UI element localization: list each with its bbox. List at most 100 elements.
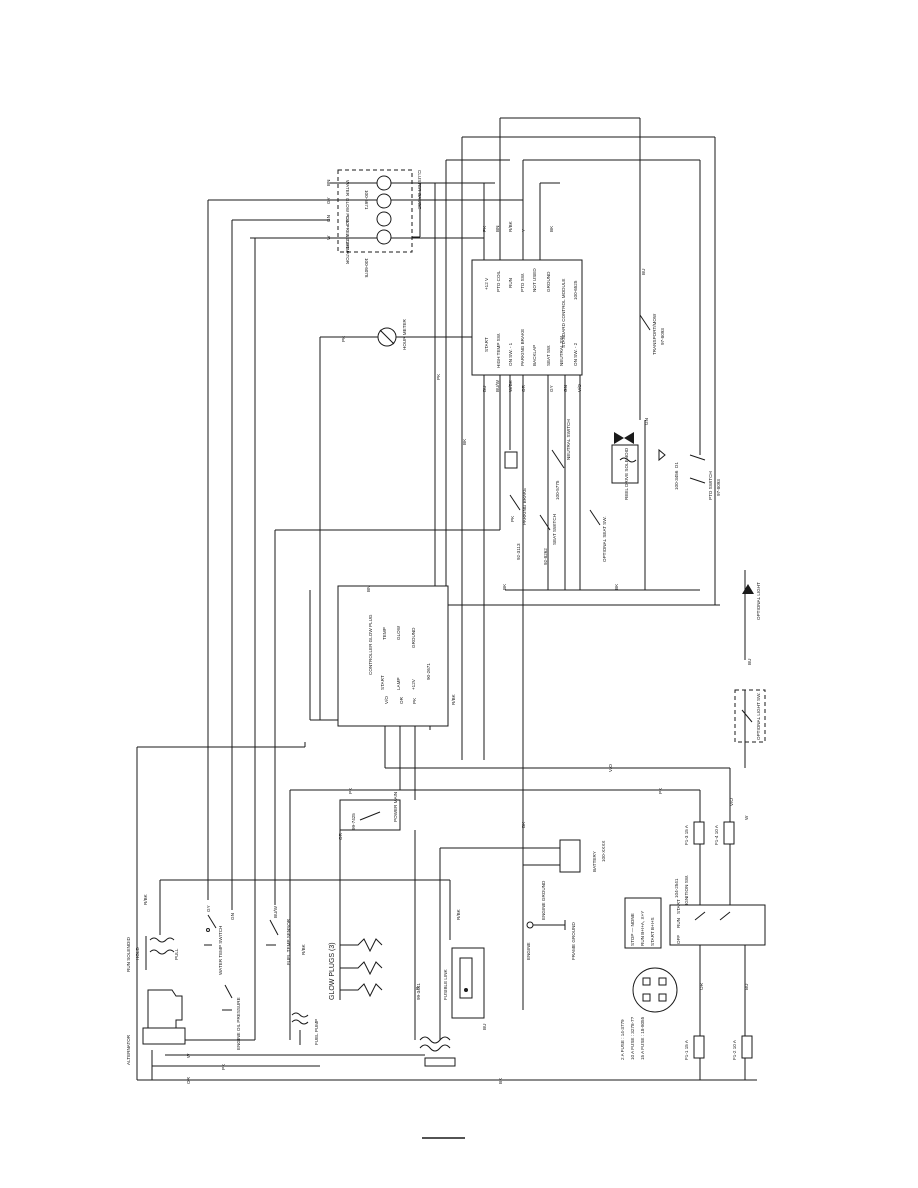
svg-text:OPTIONAL LIGHT: OPTIONAL LIGHT (756, 582, 761, 620)
svg-text:OPTIONAL LIGHT SW.: OPTIONAL LIGHT SW. (756, 693, 761, 740)
svg-text:Y: Y (521, 229, 526, 232)
svg-text:100-3456: 100-3456 (674, 470, 679, 490)
svg-text:V/O: V/O (384, 696, 389, 704)
svg-text:GROUND: GROUND (546, 271, 551, 292)
ignition-key-face (632, 967, 678, 1013)
svg-text:GN: GN (644, 418, 649, 425)
svg-text:GY: GY (206, 905, 211, 912)
svg-text:97-8093: 97-8093 (716, 479, 721, 496)
seat-switch: SEAT SWITCH 92-8262 (539, 514, 557, 565)
svg-text:START: START (676, 899, 681, 914)
control-module: START HIGH TEMP SW. ON SW. - 1 PARKING B… (471, 259, 583, 376)
svg-text:D1: D1 (674, 462, 679, 468)
svg-text:100-5775: 100-5775 (555, 480, 560, 500)
svg-text:15 A FUSE : 18-8055: 15 A FUSE : 18-8055 (640, 1016, 645, 1060)
battery: BATTERY 100-XXXX (559, 839, 606, 873)
svg-text:100-6078: 100-6078 (364, 258, 369, 278)
svg-text:V/O: V/O (577, 384, 582, 392)
glow-plugs: GLOW PLUGS (3) (329, 938, 383, 1000)
svg-text:GY: GY (549, 385, 554, 392)
parking-brake-switch: PARKING BRAKE 92-3113 (504, 451, 527, 560)
svg-text:GLOW PLUG: GLOW PLUG (345, 198, 350, 226)
svg-text:BK: BK (521, 821, 526, 828)
svg-text:BN: BN (366, 586, 371, 592)
svg-text:GN: GN (326, 215, 331, 222)
svg-text:PTO SW.: PTO SW. (520, 273, 525, 292)
svg-text:RUN: RUN (508, 278, 513, 288)
svg-text:OR: OR (338, 832, 343, 840)
svg-text:WATER TEMP SWITCH: WATER TEMP SWITCH (218, 926, 223, 975)
hour-meter: HOUR METER (377, 318, 407, 350)
svg-text:100-5671: 100-5671 (364, 190, 369, 210)
svg-text:+12V: +12V (411, 678, 416, 690)
svg-text:PK: PK (436, 373, 441, 380)
pto-switch: PTO SWITCH 97-8093 (689, 454, 721, 500)
svg-text:W: W (186, 1053, 191, 1058)
svg-text:92-3113: 92-3113 (516, 543, 521, 560)
svg-text:FUEL TEMP SENSOR: FUEL TEMP SENSOR (286, 918, 291, 965)
water-temp-switch: WATER TEMP SWITCH (204, 914, 223, 975)
svg-text:IGNITION SW.: IGNITION SW. (684, 875, 689, 905)
starter-motor (451, 947, 485, 1019)
svg-text:BN: BN (326, 180, 331, 186)
svg-text:NEUTRAL SWITCH: NEUTRAL SWITCH (566, 419, 571, 460)
svg-text:PARKING BRAKE: PARKING BRAKE (522, 488, 527, 525)
svg-text:F1-1 15 A: F1-1 15 A (684, 1039, 689, 1060)
alternator: ALTERNATOR (126, 989, 186, 1065)
svg-text:PARKING BRAKE: PARKING BRAKE (520, 329, 525, 366)
svg-text:BK: BK (462, 438, 467, 445)
svg-text:NEUTRAL SW.: NEUTRAL SW. (559, 335, 564, 366)
svg-text:START: START (484, 337, 489, 352)
svg-text:RUN B+I+A, X+Y: RUN B+I+A, X+Y (640, 911, 645, 946)
svg-text:LAMP: LAMP (396, 677, 401, 690)
wire-color-labels: BN GY GN W PK BN R/BK Y BK BU BU/W W/BK … (143, 180, 752, 1084)
svg-text:ON SW. - 1: ON SW. - 1 (508, 342, 513, 366)
wiring-traces (136, 117, 757, 1081)
svg-text:F1-4 10 A: F1-4 10 A (714, 824, 719, 845)
svg-text:FUSIBLE LINK: FUSIBLE LINK (443, 968, 448, 1000)
svg-text:REEL DRIVE SOLENOID: REEL DRIVE SOLENOID (624, 447, 629, 500)
svg-text:PTO COIL: PTO COIL (496, 270, 501, 292)
ignition-table: STOP — NONE RUN B+I+A, X+Y START B+I+S (624, 897, 662, 949)
engine-ground: ENGINE ENGINE GROUND FRAME GROUND (526, 880, 576, 960)
svg-text:HIGH TEMP SW.: HIGH TEMP SW. (496, 333, 501, 368)
svg-text:POWER MAIN: POWER MAIN (393, 792, 398, 822)
svg-text:100-6525: 100-6525 (573, 280, 578, 300)
svg-text:99-7425: 99-7425 (351, 813, 356, 830)
svg-text:OR: OR (521, 384, 526, 392)
svg-text:R: R (415, 986, 420, 990)
svg-text:FRAME GROUND: FRAME GROUND (571, 922, 576, 960)
svg-text:F1-3 15 A: F1-3 15 A (684, 824, 689, 845)
svg-text:PTO SWITCH: PTO SWITCH (708, 471, 713, 500)
svg-text:99-3441: 99-3441 (416, 983, 421, 1000)
svg-text:STOP — NONE: STOP — NONE (630, 913, 635, 946)
svg-text:ENGINE: ENGINE (526, 942, 531, 960)
svg-text:WATER: WATER (345, 180, 350, 197)
svg-text:BU/W: BU/W (273, 905, 278, 918)
ignition-switch: OFF RUN START IGNITION SW. 104-2541 (669, 875, 766, 946)
svg-text:BU: BU (482, 1024, 487, 1030)
svg-text:W: W (744, 815, 749, 820)
svg-text:ALTERNATOR: ALTERNATOR (345, 234, 350, 265)
svg-text:TRANSPORT/MOW: TRANSPORT/MOW (652, 313, 657, 355)
run-solenoid: RUN SOLENOID HOLD PULL (126, 936, 179, 972)
svg-text:W/BK: W/BK (508, 379, 513, 392)
svg-text:GN: GN (563, 385, 568, 392)
transport-mow-switch: TRANSPORT/MOW 97-8093 (639, 313, 665, 355)
svg-text:V/O: V/O (608, 764, 613, 772)
svg-text:2 A FUSE : 14-3779: 2 A FUSE : 14-3779 (620, 1019, 625, 1060)
svg-text:R/BK: R/BK (143, 893, 148, 905)
optional-light: OPTIONAL LIGHT (742, 582, 761, 620)
svg-text:R/BK: R/BK (301, 943, 306, 955)
svg-text:ENGINE OIL PRESSURE: ENGINE OIL PRESSURE (236, 997, 241, 1050)
svg-text:104-2541: 104-2541 (674, 878, 679, 898)
svg-text:ENGINE GROUND: ENGINE GROUND (541, 880, 546, 920)
svg-text:90-2671: 90-2671 (426, 663, 431, 680)
svg-text:PK: PK (658, 787, 663, 794)
glow-relay: 99-7425 POWER MAIN (339, 792, 401, 831)
svg-text:GY: GY (326, 197, 331, 204)
svg-text:BU: BU (641, 269, 646, 275)
svg-text:PK: PK (510, 515, 515, 522)
svg-text:PK: PK (221, 1063, 226, 1070)
